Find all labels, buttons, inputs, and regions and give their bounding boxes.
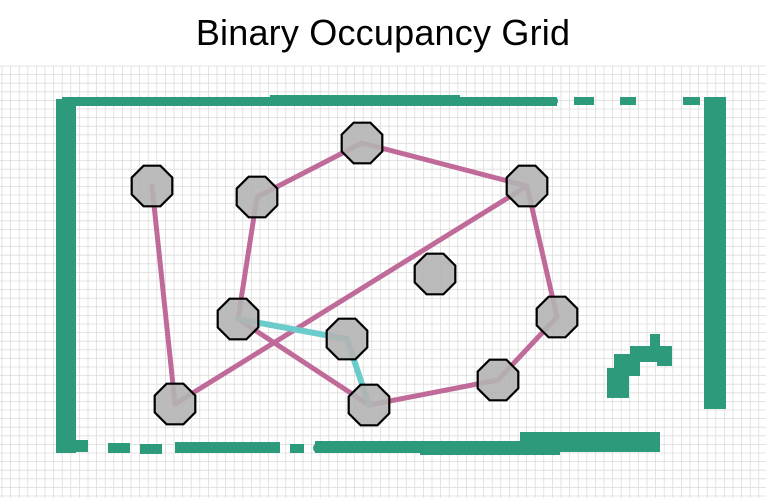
occupied-cell [657,346,672,366]
roadmap-edge [524,183,560,320]
occupied-cell [60,99,100,105]
roadmap-edge [172,183,530,407]
occupied-cell [650,334,660,346]
occupied-cell [140,444,162,454]
occupancy-map [0,65,766,498]
occupied-cell [150,97,260,106]
occupied-cell [313,443,323,453]
roadmap-node [413,252,457,296]
occupied-cell [574,97,594,105]
occupied-cell [683,97,700,105]
occupied-cell [541,98,557,104]
roadmap-edge [359,140,530,189]
occupied-cell [524,98,532,106]
roadmap-node [130,164,174,208]
occupied-cell [550,97,558,105]
occupied-cell [630,346,662,362]
occupied-cell [520,432,660,452]
occupied-cell [704,97,726,409]
roadmap-node [340,121,384,165]
occupied-cell [515,98,533,104]
roadmap-node [235,175,279,219]
occupied-cell [56,99,76,453]
roadmap-node [505,164,549,208]
roadmap-node [347,383,391,427]
roadmap-node [153,382,197,426]
occupied-cells [56,95,726,455]
occupied-cell [175,442,280,453]
figure-title: Binary Occupancy Grid [195,12,571,53]
roadmap-edge [235,316,372,408]
grid-lines [0,65,766,498]
roadmap-node [476,358,520,402]
roadmap-node [325,317,369,361]
roadmap-node [216,297,260,341]
occupied-cell [460,97,515,106]
occupied-cell [108,443,130,453]
occupied-cell [270,95,460,106]
roadmap-edge [149,183,178,407]
roadmap-edge [366,377,501,408]
occupied-cell [58,440,88,452]
occupied-cell [292,444,300,452]
roadmap-nodes [130,121,579,427]
occupied-cell [315,441,425,453]
roadmap-node [535,295,579,339]
occupied-cell [420,449,560,455]
occupied-cell [620,97,636,105]
